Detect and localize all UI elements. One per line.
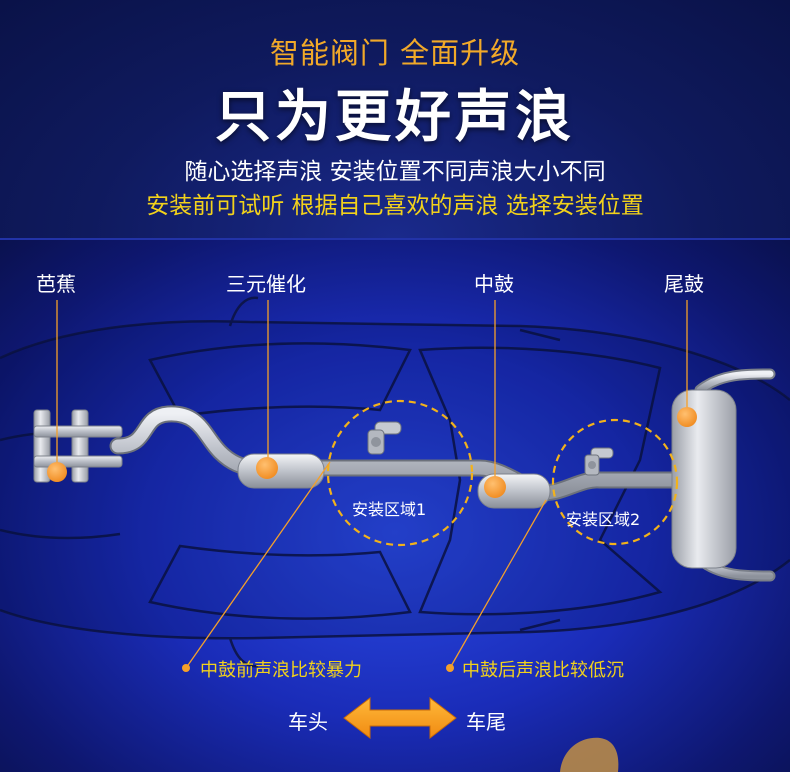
bajiao-marker [47, 462, 67, 482]
label-bajiao: 芭蕉 [36, 272, 76, 296]
leader-lines [56, 300, 688, 669]
rear-note-marker [446, 664, 454, 672]
description-line-1: 随心选择声浪 安装位置不同声浪大小不同 [184, 159, 606, 185]
valve-2 [584, 447, 614, 476]
tail-muffler [671, 368, 776, 582]
label-tail-drum: 尾鼓 [664, 272, 704, 296]
direction-arrow [343, 696, 457, 740]
rear-sound-note: 中鼓后声浪比较低沉 [462, 660, 624, 681]
header-banner: 智能阀门 全面升级 只为更好声浪 随心选择声浪 安装位置不同声浪大小不同 安装前… [0, 0, 790, 240]
exhaust-diagram [0, 296, 790, 772]
exhaust-diagram-panel: 芭蕉 三元催化 中鼓 尾鼓 安装区域1 安装区域2 中鼓前声浪比较暴力 中鼓后声… [0, 240, 790, 772]
header-divider [0, 238, 790, 240]
catalytic-converter [237, 453, 325, 489]
car-body-fill [0, 321, 790, 639]
label-catalyst: 三元催化 [226, 272, 306, 296]
description-line-2: 安装前可试听 根据自己喜欢的声浪 选择安装位置 [146, 193, 644, 219]
middle-drum-marker [484, 476, 506, 498]
direction-rear-label: 车尾 [466, 710, 506, 734]
catalyst-marker [256, 457, 278, 479]
front-note-marker [182, 664, 190, 672]
subtitle: 智能阀门 全面升级 [269, 36, 521, 70]
install-zone-1-ring [326, 399, 474, 547]
page-title: 只为更好声浪 [215, 85, 575, 150]
install-zone-2-ring [551, 418, 679, 546]
direction-front-label: 车头 [288, 710, 328, 734]
tail-drum-marker [677, 407, 697, 427]
valve-1 [367, 421, 402, 455]
person-hair-decoration [560, 737, 619, 772]
car-outline [0, 296, 790, 668]
label-middle-drum: 中鼓 [474, 272, 514, 296]
install-zone-1-label: 安装区域1 [352, 500, 427, 519]
install-zone-2-label: 安装区域2 [566, 510, 641, 529]
front-sound-note: 中鼓前声浪比较暴力 [200, 660, 362, 681]
